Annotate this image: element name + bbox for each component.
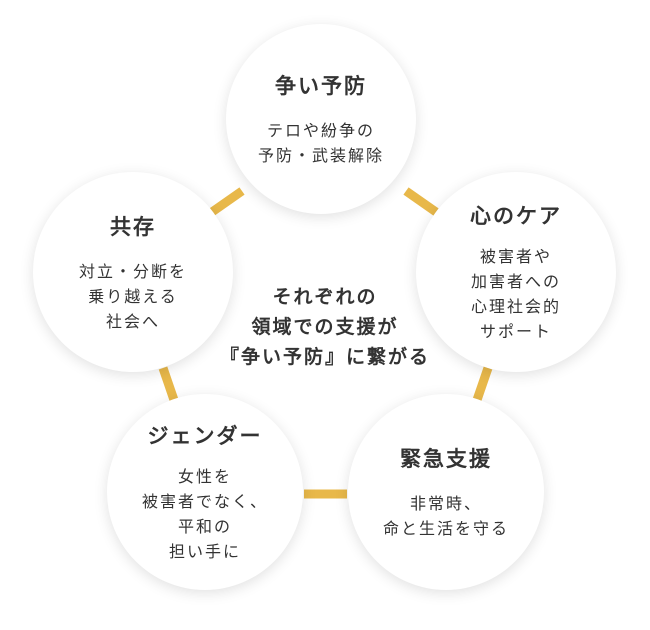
node-description: 対立・分断を 乗り越える 社会へ — [78, 261, 187, 331]
node-description: 被害者や 加害者への 心理社会的 サポート — [470, 247, 561, 341]
connector-top-right — [403, 187, 439, 216]
node-coexistence: 共存 対立・分断を 乗り越える 社会へ — [33, 172, 233, 372]
node-description: 非常時、 命と生活を守る — [382, 494, 509, 538]
node-description: テロや紛争の 予防・武装解除 — [257, 121, 384, 165]
node-gender: ジェンダー 女性を 被害者でなく、 平和の 担い手に — [107, 394, 303, 590]
connector-right-bottomright — [472, 366, 493, 402]
node-description: 女性を 被害者でなく、 平和の 担い手に — [141, 467, 268, 561]
center-message: それぞれの 領域での支援が 『争い予防』に繋がる — [219, 286, 430, 368]
node-conflict-prevention: 争い予防 テロや紛争の 予防・武装解除 — [226, 24, 416, 214]
node-emergency-support: 緊急支援 非常時、 命と生活を守る — [348, 394, 544, 590]
node-title: 心のケア — [470, 204, 562, 228]
node-title: 争い予防 — [275, 74, 367, 98]
connector-top-left — [209, 187, 245, 216]
node-title: 緊急支援 — [400, 447, 492, 471]
node-title: 共存 — [110, 214, 156, 239]
node-mental-care: 心のケア 被害者や 加害者への 心理社会的 サポート — [416, 172, 616, 372]
connector-left-bottomleft — [158, 366, 179, 402]
node-title: ジェンダー — [147, 424, 263, 448]
